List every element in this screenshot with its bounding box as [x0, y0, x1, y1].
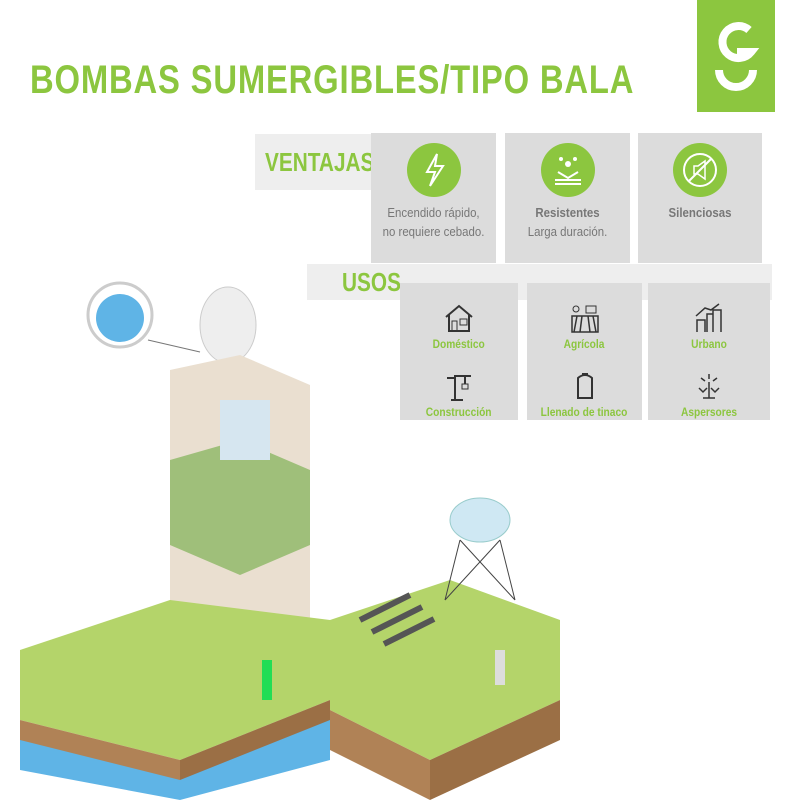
uso-label: Urbano — [691, 337, 727, 351]
logo — [697, 0, 775, 112]
house-icon — [445, 304, 473, 332]
farm-icon — [570, 305, 599, 333]
usos-heading: USOS — [342, 267, 401, 297]
ventaja-card: Silenciosas — [638, 133, 762, 263]
usos-card: Doméstico Construcción — [400, 283, 518, 420]
usos-card: Agrícola Llenado de tinaco — [527, 283, 642, 420]
ventajas-heading: VENTAJAS — [265, 147, 375, 177]
uso-label: Construcción — [426, 405, 492, 419]
page-title: BOMBAS SUMERGIBLES/TIPO BALA — [30, 58, 635, 102]
ventaja-text: Resistentes — [535, 205, 600, 220]
installation-illustration — [20, 281, 560, 800]
ventaja-text: Encendido rápido, — [387, 205, 480, 220]
uso-label: Llenado de tinaco — [541, 405, 628, 419]
ventaja-text: no requiere cebado. — [382, 224, 485, 239]
ventaja-card: Encendido rápido, no requiere cebado. — [371, 133, 496, 263]
city-icon — [695, 303, 722, 332]
water-resistant-icon — [540, 143, 595, 197]
sprinkler-icon — [698, 374, 720, 399]
uso-label: Aspersores — [680, 405, 738, 419]
ventajas-band: VENTAJAS — [255, 134, 380, 190]
ventaja-text: Silenciosas — [668, 205, 732, 220]
uso-label: Doméstico — [432, 337, 486, 351]
ventaja-card: Resistentes Larga duración. — [505, 133, 630, 263]
usos-card: Urbano Aspersores — [648, 283, 770, 420]
ventaja-text: Larga duración. — [527, 224, 608, 239]
silent-icon — [673, 143, 727, 197]
lightning-icon — [406, 143, 461, 197]
water-tank-icon — [576, 373, 593, 399]
uso-label: Agrícola — [564, 337, 605, 351]
crane-icon — [447, 375, 471, 401]
